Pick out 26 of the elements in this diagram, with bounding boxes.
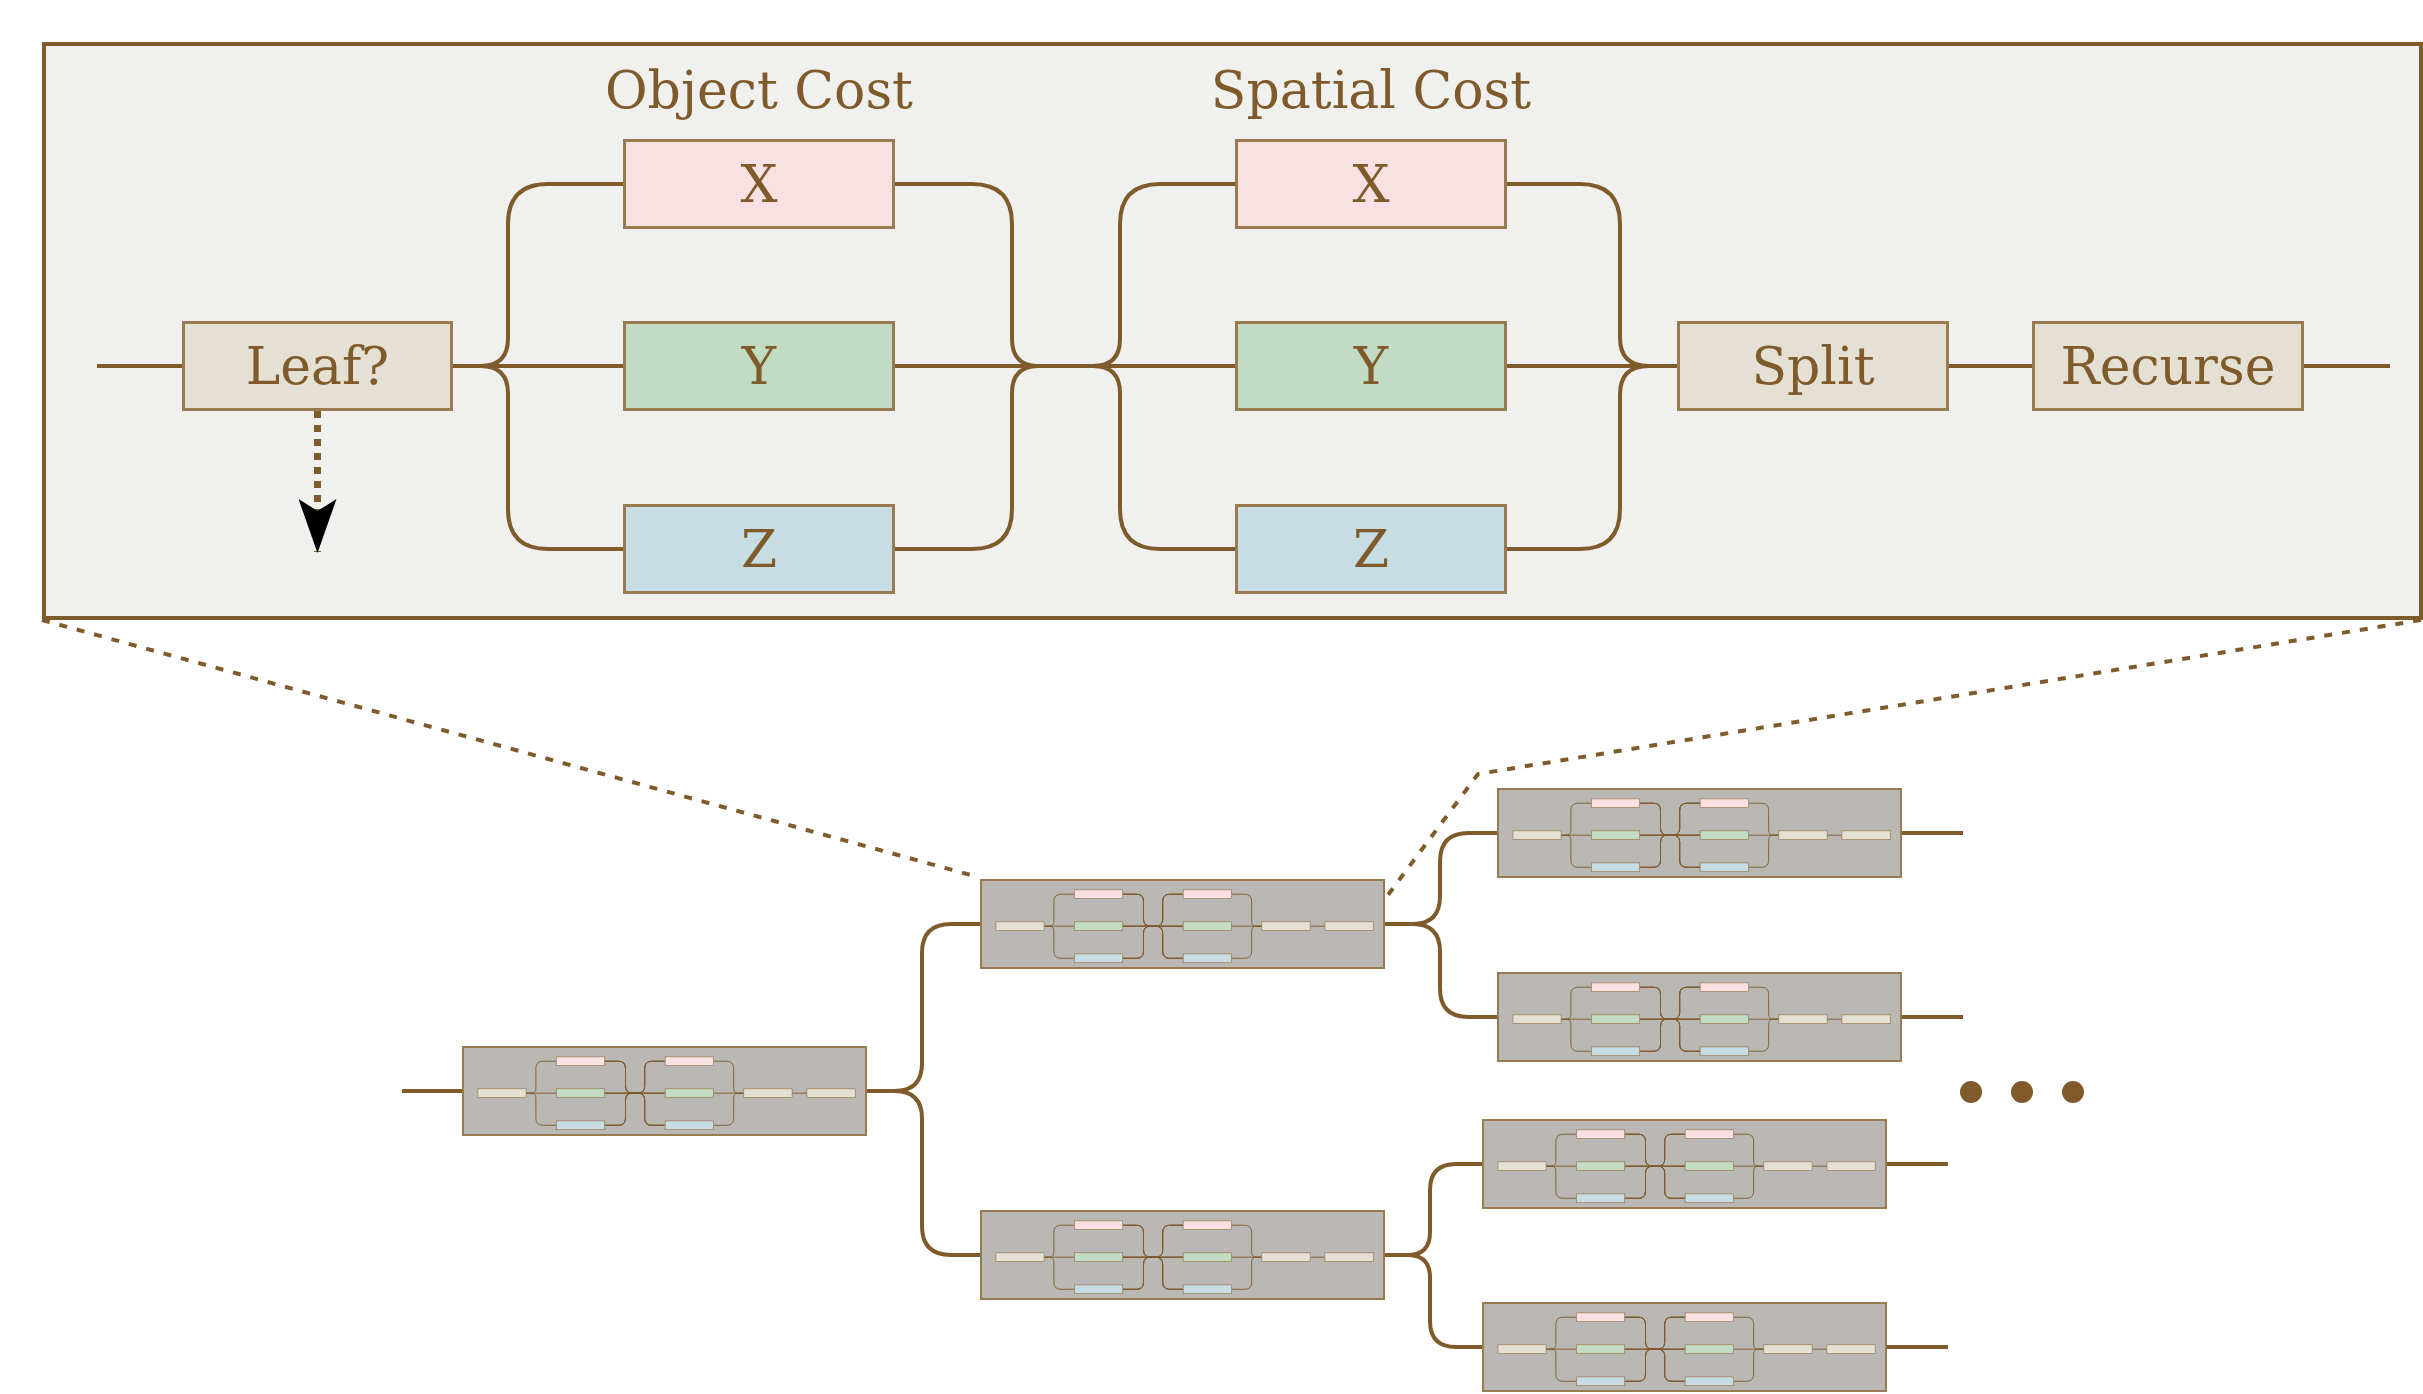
connector-line <box>2304 364 2390 368</box>
connector-line <box>402 1089 462 1093</box>
connector-line <box>1902 831 1963 835</box>
connector-line <box>453 364 623 551</box>
step-box: X <box>1235 139 1507 229</box>
step-box: Recurse <box>2032 321 2304 411</box>
step-box: Leaf? <box>182 321 453 411</box>
arrow <box>298 411 337 553</box>
step-box: Z <box>623 504 895 594</box>
connector-line <box>1385 1253 1482 1349</box>
zoom-panel <box>42 42 2423 620</box>
step-box: X <box>623 139 895 229</box>
connector-line <box>1507 364 1677 551</box>
step-box: Y <box>1235 321 1507 411</box>
connector-line <box>1887 1162 1948 1166</box>
connector-line <box>895 364 1066 551</box>
connector-line <box>1902 1015 1963 1019</box>
connector-line <box>1887 1345 1948 1349</box>
connector-line <box>867 1089 980 1257</box>
connector-line <box>1385 922 1497 1019</box>
step-box: Split <box>1677 321 1949 411</box>
connector-line <box>97 364 182 368</box>
step-box: Z <box>1235 504 1507 594</box>
step-box: Y <box>623 321 895 411</box>
connector-line <box>1949 364 2032 368</box>
connector-line <box>1066 364 1235 551</box>
